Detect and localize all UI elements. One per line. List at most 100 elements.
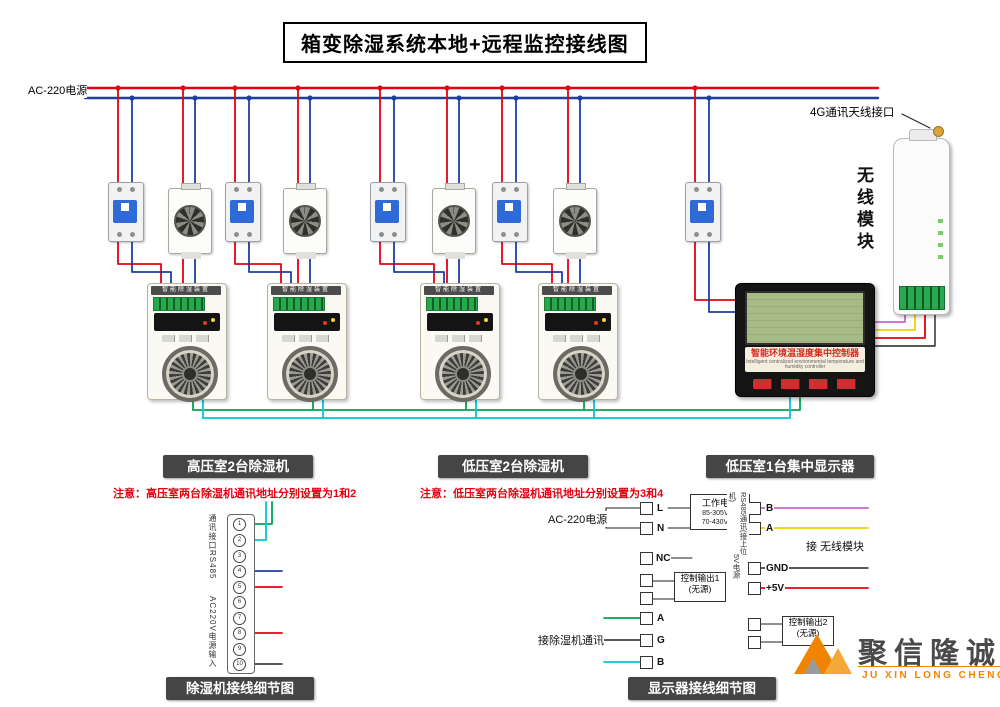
button-row (282, 335, 332, 342)
power-adapter-4 (553, 183, 597, 254)
terminal-GND (748, 562, 761, 575)
logo-divider (858, 666, 1000, 667)
dehumidifier-2: 智能除湿装置 (267, 283, 347, 402)
dehumidifier-nameplate: 智能除湿装置 (151, 286, 221, 295)
control-output2-line1: 控制输出2 (788, 617, 828, 627)
terminal-5V (748, 582, 761, 595)
logo-mountain-icon (824, 648, 852, 674)
fan-grille-icon (553, 346, 609, 402)
controller-buttons (753, 379, 857, 389)
terminal-B (640, 656, 653, 669)
terminal-A-label: A (656, 612, 666, 625)
terminal-A (640, 612, 653, 625)
terminal-B-label: B (656, 656, 666, 669)
working-power-vdc: 70-430VDC (701, 519, 739, 526)
fan-grille-icon (435, 346, 491, 402)
dehumidifier-3: 智能除湿装置 (420, 283, 500, 402)
terminal-block (426, 297, 478, 311)
terminal-L-label: L (656, 502, 665, 515)
circuit-breaker-1 (108, 182, 144, 242)
terminal-A-right (748, 522, 761, 535)
control-output2-line2: (无源) (796, 628, 820, 638)
fan-grille-icon (282, 346, 338, 402)
control-display (427, 313, 493, 331)
logo-name-en: JU XIN LONG CHENG (862, 670, 1000, 681)
terminal-5V-label: +5V (765, 582, 786, 595)
button-row (553, 335, 603, 342)
terminal-L (640, 502, 653, 515)
section-badge-low-voltage: 低压室2台除湿机 (438, 455, 588, 478)
status-led-icons (938, 219, 943, 263)
terminal-pin: 10 (233, 658, 246, 671)
controller-name-cn: 智能环境温湿度集中控制器 (750, 348, 859, 358)
terminal-block (544, 297, 596, 311)
terminal-pin: 5 (233, 581, 246, 594)
section-badge-high-voltage: 高压室2台除湿机 (163, 455, 313, 478)
ac-power-label: AC-220电源 (28, 82, 88, 98)
module-link-label: 接 无线模块 (806, 538, 865, 554)
comm-port-vlabel: 通讯接口RS485 (208, 514, 217, 580)
working-power-title: 工作电源 (701, 498, 738, 508)
terminal-pin: 4 (233, 565, 246, 578)
lcd-screen (745, 291, 865, 345)
working-power-vac: 85-305VAC (702, 510, 738, 517)
detail-ac-power-label: AC-220电源 (548, 511, 608, 527)
central-controller: 智能环境温湿度集中控制器 Intelligent centralized env… (735, 283, 875, 397)
terminal-block (153, 297, 205, 311)
control-display (545, 313, 611, 331)
dehumidifier-detail-wires (251, 501, 283, 665)
terminal-pin: 9 (233, 643, 246, 656)
terminal-B-right-label: B (765, 502, 775, 515)
terminal-N (640, 522, 653, 535)
rs485-uplink-vlabel: RS485通讯(接上位机) (727, 492, 749, 556)
circuit-breaker-3 (370, 182, 406, 242)
terminal-A-right-label: A (765, 522, 775, 535)
terminal-block (273, 297, 325, 311)
logo-mountain-icon (804, 658, 822, 674)
dehum-comm-label: 接除湿机通讯 (538, 632, 604, 648)
dehumidifier-nameplate: 智能除湿装置 (424, 286, 494, 295)
dehumidifier-4: 智能除湿装置 (538, 283, 618, 402)
control-output1-box: 控制输出1 (无源) (674, 572, 726, 602)
company-logo: 聚信隆诚 JU XIN LONG CHENG (788, 626, 1000, 696)
caption-dehumidifier-detail: 除湿机接线细节图 (166, 677, 314, 700)
control-display (154, 313, 220, 331)
terminal-output2-a (748, 618, 761, 631)
terminal-output2-b (748, 636, 761, 649)
control-output1-line2: (无源) (688, 584, 712, 594)
logo-name-cn: 聚信隆诚 (858, 638, 1000, 670)
controller-name-en: Intelligent centralized environmental te… (746, 359, 864, 370)
terminal-GND-label: GND (765, 562, 790, 575)
controller-nameplate: 智能环境温湿度集中控制器 Intelligent centralized env… (745, 347, 865, 372)
terminal-pin: 2 (233, 534, 246, 547)
terminal-pin: 6 (233, 596, 246, 609)
terminal-NC (640, 552, 653, 565)
circuit-breaker-4 (492, 182, 528, 242)
wireless-module-label: 无线模块 (854, 166, 873, 254)
terminal-pin: 8 (233, 627, 246, 640)
terminal-NC-label: NC (655, 552, 672, 565)
dehumidifier-1: 智能除湿装置 (147, 283, 227, 402)
circuit-breaker-5 (685, 182, 721, 242)
terminal-G (640, 634, 653, 647)
controller-power-wires (694, 239, 736, 313)
note-low-voltage: 注意：低压室两台除湿机通讯地址分别设置为3和4 (420, 488, 664, 500)
control-output1-line1: 控制输出1 (680, 573, 720, 583)
power-5v-vlabel: 5V电源 (731, 554, 742, 598)
button-row (435, 335, 485, 342)
section-badge-display: 低压室1台集中显示器 (706, 455, 874, 478)
dehumidifier-nameplate: 智能除湿装置 (271, 286, 341, 295)
power-input-vlabel: AC220V电源输入 (208, 596, 217, 668)
wireless-module (893, 126, 950, 315)
power-adapter-1 (168, 183, 212, 254)
button-row (162, 335, 212, 342)
terminal-B-right (748, 502, 761, 515)
power-bus-wires (83, 85, 880, 189)
power-adapter-3 (432, 183, 476, 254)
note-high-voltage: 注意：高压室两台除湿机通讯地址分别设置为1和2 (113, 488, 357, 500)
dehumidifier-nameplate: 智能除湿装置 (542, 286, 612, 295)
fan-grille-icon (162, 346, 218, 402)
antenna-port-label: 4G通讯天线接口 (810, 104, 895, 120)
circuit-breaker-2 (225, 182, 261, 242)
